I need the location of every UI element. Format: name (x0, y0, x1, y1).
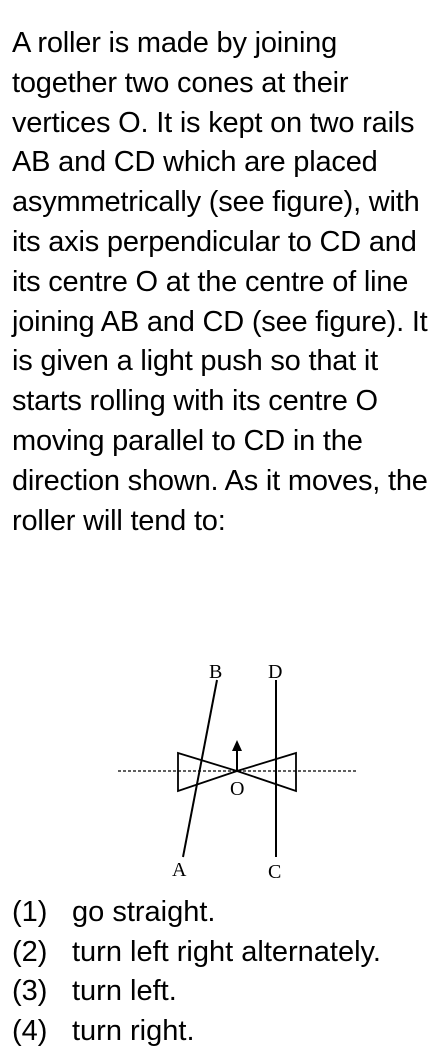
right-cone (234, 751, 297, 793)
roller-figure: B D O A C (110, 650, 370, 890)
direction-arrow-icon (232, 740, 242, 751)
option-3-text: turn left. (72, 975, 177, 1007)
option-4-number: (4) (12, 1014, 48, 1047)
option-4[interactable]: (4) turn right. (12, 1012, 440, 1052)
option-2-text: turn left right alternately. (72, 935, 381, 968)
left-cone (177, 751, 240, 793)
option-1[interactable]: (1) go straight. (12, 893, 440, 933)
label-b: B (209, 661, 222, 683)
roller-diagram: B D O A C (118, 661, 356, 883)
label-a: A (172, 859, 187, 881)
option-2-number: (2) (12, 935, 48, 968)
option-3-number: (3) (12, 975, 48, 1007)
option-2[interactable]: (2) turn left right alternately. (12, 933, 440, 973)
label-d: D (268, 661, 282, 683)
option-4-text: turn right. (72, 1014, 195, 1047)
answer-options: (1) go straight. (2) turn left right alter… (12, 893, 440, 1051)
option-1-number: (1) (12, 896, 48, 928)
option-1-text: go straight. (72, 896, 216, 928)
label-c: C (268, 861, 281, 883)
rail-ab (182, 679, 218, 858)
question-text: A roller is made by joining together two… (12, 27, 428, 537)
label-o: O (230, 778, 244, 800)
option-3[interactable]: (3) turn left. (12, 972, 440, 1012)
